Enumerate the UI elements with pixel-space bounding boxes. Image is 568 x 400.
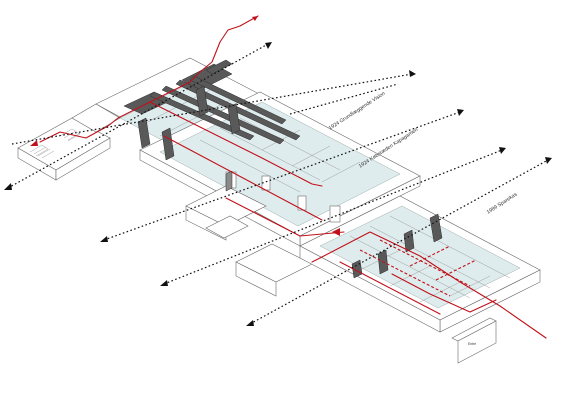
axis-4 — [160, 147, 506, 286]
axis-1 — [4, 42, 272, 190]
axis-label-grundlaegende-vision: 1924 Grundlæggende Vision — [328, 91, 387, 132]
side-rooms — [185, 185, 313, 297]
circulation-route — [30, 15, 547, 339]
entrance-block: Entré — [451, 317, 497, 364]
structural-beams — [123, 59, 443, 279]
building-plan: Entré — [17, 57, 541, 364]
left-wing — [17, 103, 121, 181]
axis-2 — [11, 70, 416, 145]
entrance-label: Entré — [468, 342, 476, 346]
staircase — [29, 128, 81, 159]
axis-label-sparekassen: 1989 Sparekas — [486, 191, 519, 215]
